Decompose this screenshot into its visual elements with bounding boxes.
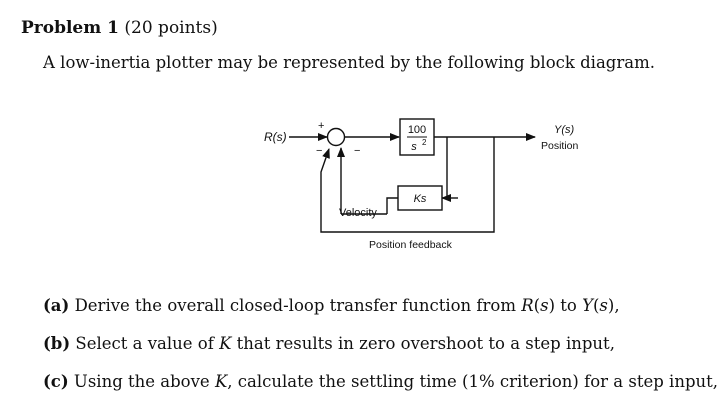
- question-a: (a) Derive the overall closed-loop trans…: [43, 296, 620, 315]
- sum-sign-plus: +: [318, 120, 324, 132]
- problem-label: Problem 1: [21, 18, 119, 38]
- question-a-text-mid: ) to: [548, 296, 583, 315]
- problem-title: Problem 1 (20 points): [21, 18, 218, 38]
- question-c-var-k: K: [214, 372, 228, 391]
- question-a-var-r: R: [521, 296, 534, 315]
- sum-sign-minus-right: −: [354, 145, 360, 157]
- question-b-text-end: that results in zero overshoot to a step…: [231, 334, 615, 353]
- question-c: (c) Using the above K, calculate the set…: [43, 372, 718, 391]
- velocity-line-down: [386, 197, 398, 214]
- summing-junction: [326, 127, 346, 147]
- question-a-paren-open-2: (: [592, 296, 600, 315]
- question-a-text-end: ),: [607, 296, 620, 315]
- block-diagram: R(s) + − − 100 s 2 Y(s) Position Ks Velo…: [264, 118, 579, 251]
- question-a-tag: (a): [43, 296, 70, 315]
- question-b-text: Select a value of: [75, 334, 220, 353]
- question-a-var-y: Y: [582, 296, 593, 315]
- velocity-gain-label: Ks: [414, 193, 427, 205]
- input-label: R(s): [264, 130, 287, 144]
- velocity-pickoff-line: [444, 137, 448, 199]
- question-b: (b) Select a value of K that results in …: [43, 334, 615, 353]
- plant-denominator-exponent: 2: [422, 138, 427, 147]
- question-b-tag: (b): [43, 334, 71, 353]
- plant-denominator: s: [411, 141, 417, 153]
- question-c-text-end: , calculate the settling time (1% criter…: [227, 372, 718, 391]
- question-b-var-k: K: [219, 334, 232, 353]
- output-caption: Position: [541, 140, 579, 152]
- question-c-tag: (c): [43, 372, 69, 391]
- velocity-label: Velocity: [339, 207, 377, 219]
- problem-points: (20 points): [124, 18, 218, 38]
- plant-numerator: 100: [408, 124, 426, 136]
- question-a-var-s-2: s: [599, 296, 608, 315]
- question-a-var-s-1: s: [540, 296, 549, 315]
- question-a-paren-open-1: (: [533, 296, 541, 315]
- sum-sign-minus-left: −: [316, 145, 322, 157]
- position-feedback-label: Position feedback: [369, 239, 453, 251]
- output-label: Y(s): [554, 124, 575, 136]
- problem-intro: A low-inertia plotter may be represented…: [43, 53, 655, 72]
- question-a-text: Derive the overall closed-loop transfer …: [74, 296, 522, 315]
- position-feedback-path: [320, 137, 495, 233]
- question-c-text: Using the above: [73, 372, 215, 391]
